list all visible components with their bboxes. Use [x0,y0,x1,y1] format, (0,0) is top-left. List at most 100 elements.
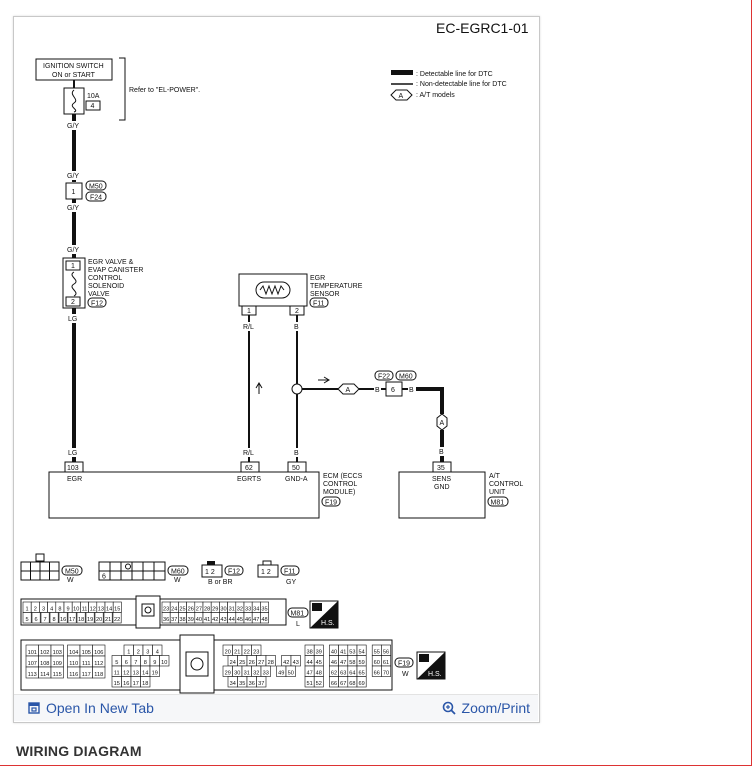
m81-pin-cell [103,612,113,624]
m81-pin: 25 [179,606,185,612]
egr-valve-l5: VALVE [88,291,110,298]
m81-pin: 1 [26,606,29,612]
m81-pin: 26 [188,606,194,612]
f11-tag [280,565,300,576]
fuse-box [63,87,85,115]
ecm-pin-103: 103 [67,465,79,472]
f19-pin: 7 [134,660,137,666]
f12-tag [224,565,244,576]
m81-pin: 16 [60,617,66,623]
f19-pin-cell [313,676,324,688]
zoom-print-label: Zoom/Print [461,700,530,716]
label-bg [292,322,304,331]
f19-pin: 47 [340,660,346,666]
wire-label-lg-1: LG [68,316,77,323]
f19-pin: 38 [306,649,312,655]
f19-pin: 49 [278,670,284,676]
f19-pin: 60 [374,660,380,666]
f19-pin: 115 [53,672,62,678]
f19-pin: 3 [146,649,149,655]
atcu-l2: CONTROL [489,481,523,488]
f12-pins: 1 2 [205,569,215,576]
at-pin-35-box [432,461,452,473]
connector-tag-m60 [395,370,417,381]
ecm-egr: EGR [67,476,82,483]
f19-pin: 47 [306,670,312,676]
wire-label-b-1: B [294,324,299,331]
f19-pin: 67 [340,681,346,687]
m81-center [135,595,161,629]
f19-pin: 63 [340,670,346,676]
ecm-pin-50: 50 [292,465,300,472]
hs-triangle [417,652,445,679]
fuse-rating: 10A [87,93,100,100]
m81-pin: 24 [171,606,177,612]
diagram-code: EC-EGRC1-01 [436,20,529,36]
wire-b-at [416,387,444,414]
egr-sensor-l2: TEMPERATURE [310,283,363,290]
wire-label-b-5: B [439,449,444,456]
wire-label-rl-1: R/L [243,324,254,331]
wire-label-gy-4: G/Y [67,247,79,254]
m81-pin: 28 [204,606,210,612]
m81-pin: 36 [163,617,169,623]
f19-pin: 39 [316,649,322,655]
connector-tag-f22 [374,370,394,381]
image-toolbar: Open In New Tab Zoom/Print [14,694,538,721]
m81-pin: 32 [237,606,243,612]
m81-pin: 33 [245,606,251,612]
m81-pin: 18 [78,617,84,623]
m60-tag [167,565,189,576]
m81-tag [287,607,309,618]
f19-pin: 31 [244,670,250,676]
f19-pin: 16 [123,681,129,687]
f19-pin: 17 [133,681,139,687]
wire-label-gy-2: G/Y [67,173,79,180]
f19-pin: 15 [114,681,120,687]
open-new-tab-button[interactable]: Open In New Tab [28,700,154,716]
wire-label-b-2: B [294,450,299,457]
f19-view-label: F19 [398,661,410,668]
m81-pin: 22 [114,617,120,623]
f19-pin: 109 [53,661,62,667]
f19-pin: 108 [40,661,49,667]
m81-pin: 21 [105,617,111,623]
hs-connector-icon [312,603,322,611]
f19-pin: 42 [283,660,289,666]
m81-pin-cell [40,612,50,624]
label-bg [65,203,83,212]
f19-pin: 111 [82,661,91,667]
f19-pin: 112 [94,661,103,667]
legend-non-detectable: : Non-detectable line for DTC [416,81,507,88]
m81-pin: 35 [261,606,267,612]
connector-f12: F12 [91,301,103,308]
f19-pin: 105 [82,650,91,656]
f19-pin: 55 [374,649,380,655]
m50-tag [61,565,83,576]
egr-valve-l3: CONTROL [88,275,122,282]
connector-f22: F22 [378,374,390,381]
f19-pin-cell [50,666,64,679]
f19-pin: 20 [225,649,231,655]
m81-pin: 10 [73,606,79,612]
arrow-right-icon [318,376,330,384]
open-new-tab-label: Open In New Tab [46,700,154,716]
label-bg [65,121,83,130]
egr-valve-l1: EGR VALVE & [88,259,134,266]
f19-pin: 32 [253,670,259,676]
zoom-print-button[interactable]: Zoom/Print [442,700,530,716]
f19-pin: 117 [82,672,91,678]
ignition-line1: IGNITION SWITCH [43,63,104,70]
m81-pin: 41 [204,617,210,623]
ecm-box [48,471,320,519]
f19-pin: 26 [249,660,255,666]
egr-sensor-l3: SENSOR [310,291,340,298]
m81-pin-cell [85,612,95,624]
label-bg [65,245,83,254]
f19-pin: 69 [358,681,364,687]
wire-label-lg-2: LG [68,450,77,457]
f11-pins: 1 2 [261,569,271,576]
